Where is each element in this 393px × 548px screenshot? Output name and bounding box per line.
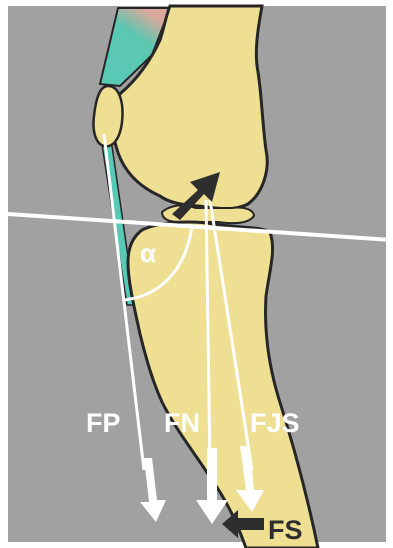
patella-bone (93, 86, 122, 146)
fs-label: FS (268, 515, 303, 545)
angle-alpha-label: α (140, 238, 156, 268)
fjs-label: FJS (250, 408, 300, 438)
fn-label: FN (164, 408, 200, 438)
fp-label: FP (86, 408, 121, 438)
